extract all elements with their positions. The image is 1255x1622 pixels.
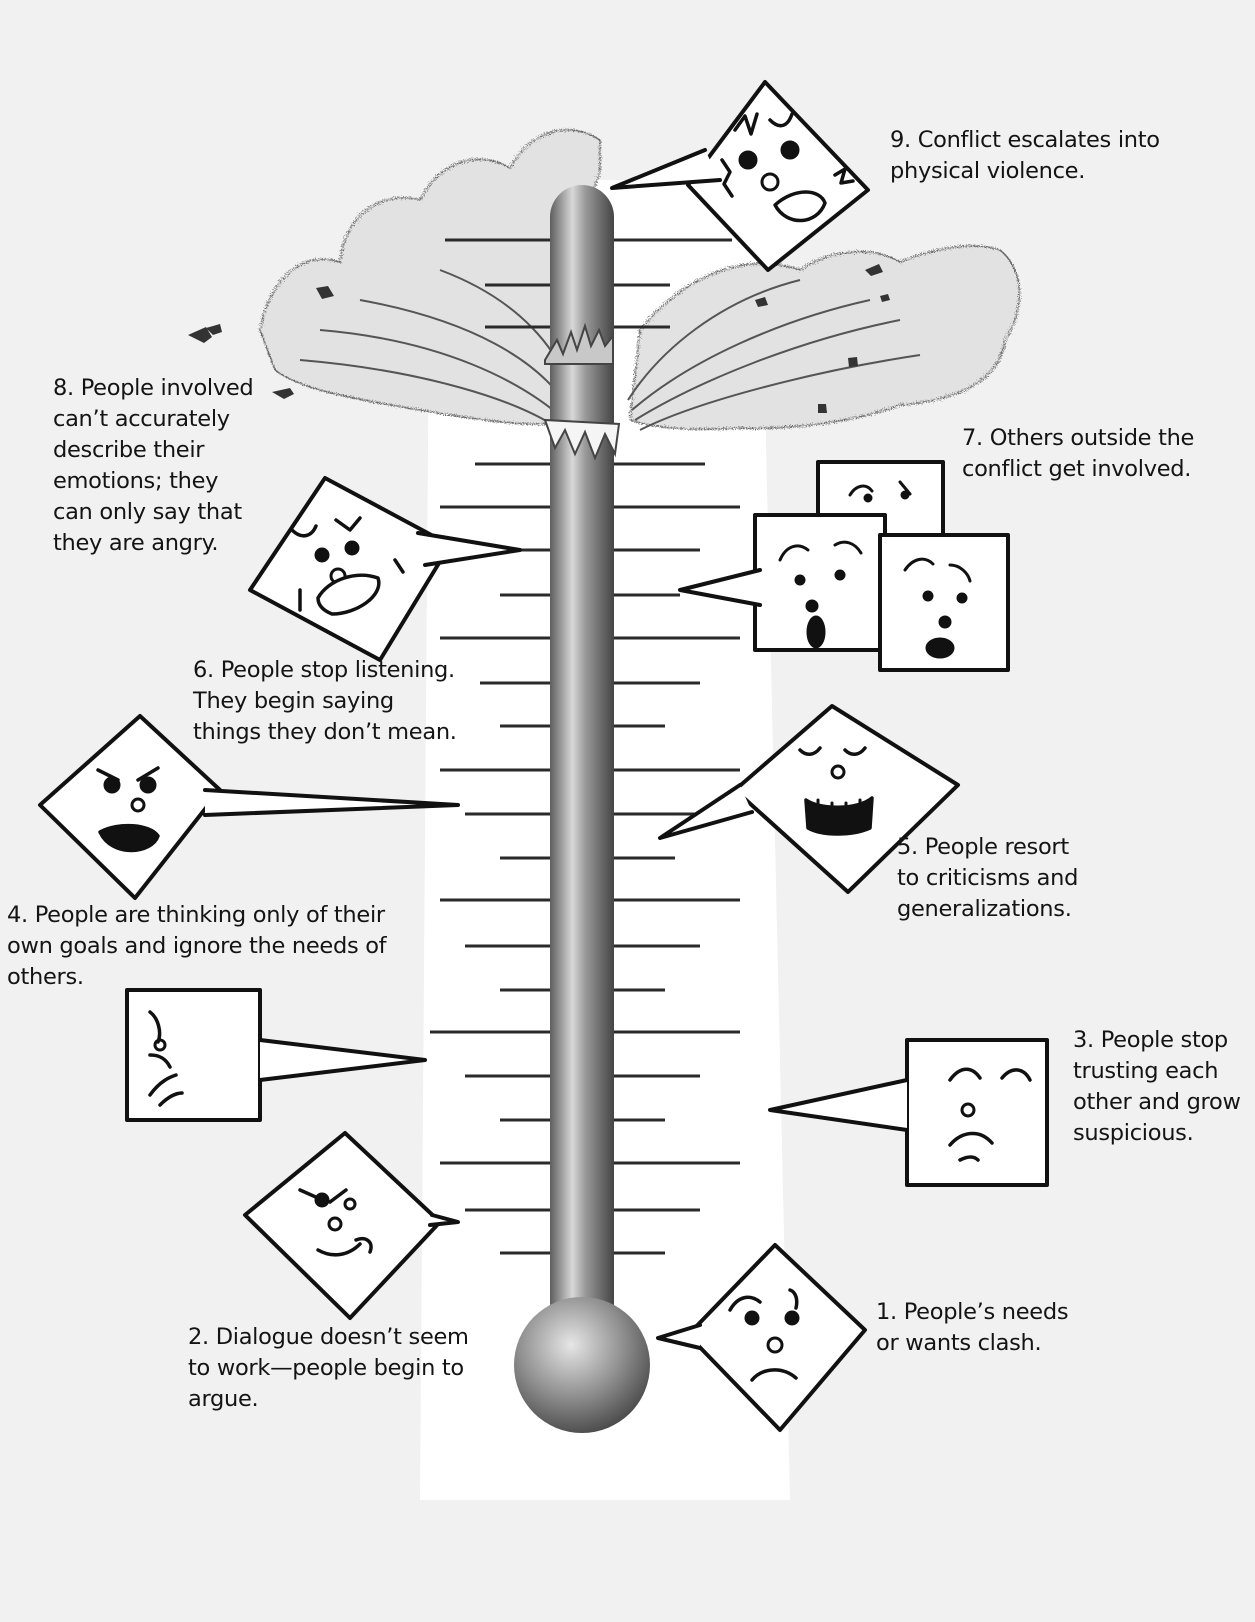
stage-label-line: emotions; they [53,466,253,497]
stage-label-line: own goals and ignore the needs of [7,931,386,962]
stage-label-line: 9. Conflict escalates into [890,125,1160,156]
stage-label-line: generalizations. [897,894,1078,925]
stage-label-line: can only say that [53,497,253,528]
stage-label-line: conflict get involved. [962,454,1194,485]
stage-label-line: to work—people begin to [188,1353,469,1384]
stage-label-line: describe their [53,435,253,466]
stage-label-line: to criticisms and [897,863,1078,894]
stage-label-line: other and grow [1073,1087,1241,1118]
stage-label-line: argue. [188,1384,469,1415]
stage-label-line: 2. Dialogue doesn’t seem [188,1322,469,1353]
stage-label-line: 7. Others outside the [962,423,1194,454]
stage-label-line: 3. People stop [1073,1025,1241,1056]
stage-label-line: 1. People’s needs [876,1297,1068,1328]
stage-label-line: 8. People involved [53,373,253,404]
stage-label-line: physical violence. [890,156,1160,187]
stage-6-label: 6. People stop listening.They begin sayi… [193,655,457,748]
stage-label-line: things they don’t mean. [193,717,457,748]
stage-label-line: suspicious. [1073,1118,1241,1149]
stage-label-line: 6. People stop listening. [193,655,457,686]
stage-label-line: 4. People are thinking only of their [7,900,386,931]
stage-label-line: 5. People resort [897,832,1078,863]
stage-label-line: trusting each [1073,1056,1241,1087]
stage-label-line: They begin saying [193,686,457,717]
stage-label-line: can’t accurately [53,404,253,435]
stage-label-line: or wants clash. [876,1328,1068,1359]
stage-label-line: others. [7,962,386,993]
stage-label-line: they are angry. [53,528,253,559]
